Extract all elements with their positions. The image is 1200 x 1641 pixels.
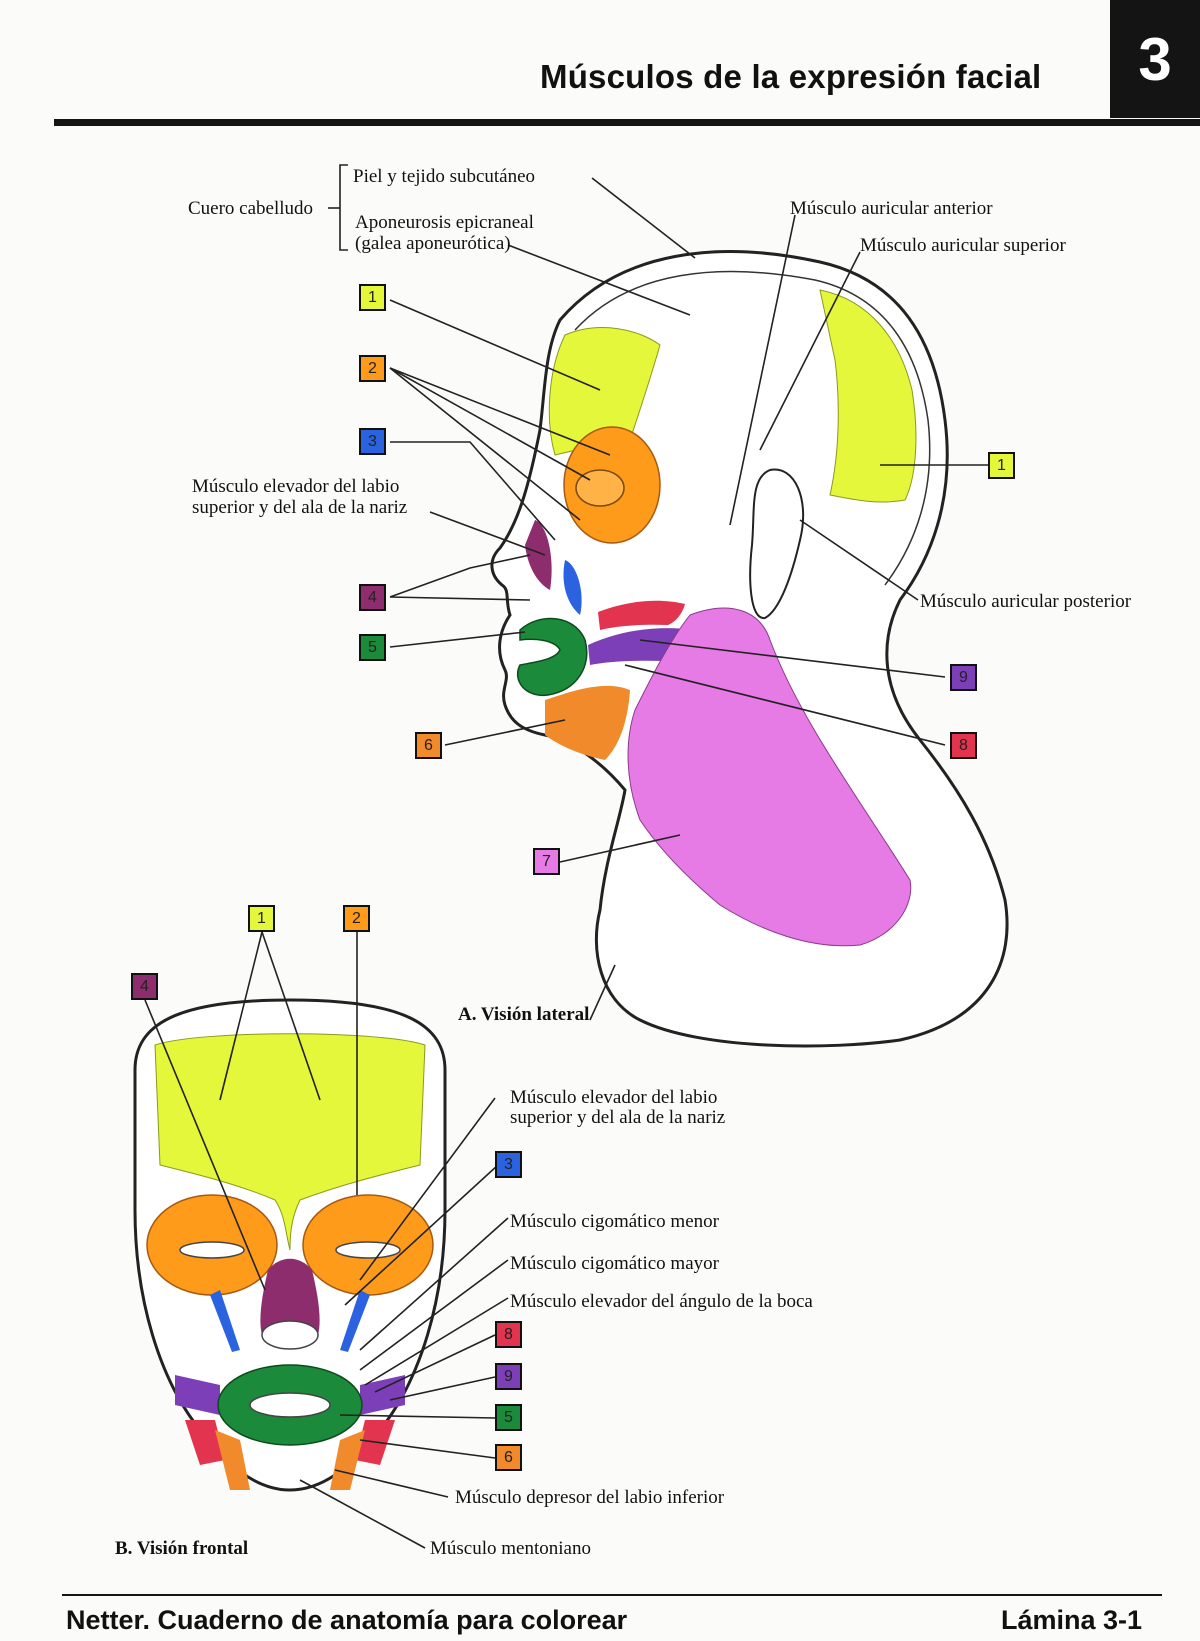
lateral-view-caption: A. Visión lateral [458, 1004, 590, 1025]
levator-labii-label-frontal-2: superior y del ala de la nariz [510, 1107, 726, 1128]
levator-labii-label-frontal: Músculo elevador del labio [510, 1087, 718, 1108]
frontal-number-box-3: 3 [495, 1151, 522, 1178]
number-box-3: 3 [359, 428, 386, 455]
mentalis-label: Músculo mentoniano [430, 1538, 591, 1559]
zygomatic-minor-label: Músculo cigomático menor [510, 1211, 719, 1232]
frontal-number-box-9: 9 [495, 1363, 522, 1390]
number-box-4: 4 [359, 584, 386, 611]
number-box-8: 8 [950, 732, 977, 759]
scalp-label: Cuero cabelludo [188, 198, 314, 219]
frontal-view-caption: B. Visión frontal [115, 1538, 249, 1559]
zygomatic-major-label: Músculo cigomático mayor [510, 1253, 719, 1274]
skin-label: Piel y tejido subcutáneo [353, 166, 536, 187]
footer-book-title: Netter. Cuaderno de anatomía para colore… [66, 1605, 628, 1635]
number-box-1: 1 [359, 284, 386, 311]
number-box-7: 7 [533, 848, 560, 875]
number-box-5: 5 [359, 634, 386, 661]
footer-rule [62, 1594, 1162, 1596]
frontal-number-box-1: 1 [248, 905, 275, 932]
depressor-labii-label: Músculo depresor del labio inferior [455, 1487, 725, 1508]
number-box-9: 9 [950, 664, 977, 691]
levator-anguli-label: Músculo elevador del ángulo de la boca [510, 1291, 813, 1312]
footer-plate-number: Lámina 3-1 [1001, 1605, 1143, 1635]
frontal-number-box-4: 4 [131, 973, 158, 1000]
number-box-6: 6 [415, 732, 442, 759]
auricular-posterior-label: Músculo auricular posterior [920, 591, 1132, 612]
frontal-number-box-5: 5 [495, 1404, 522, 1431]
chapter-number: 3 [1110, 0, 1200, 118]
auricular-superior-label: Músculo auricular superior [860, 235, 1066, 256]
frontal-number-box-6: 6 [495, 1444, 522, 1471]
number-box-1-occipital: 1 [988, 452, 1015, 479]
levator-labii-label-lateral-2: superior y del ala de la nariz [192, 497, 408, 518]
auricular-anterior-label: Músculo auricular anterior [790, 198, 993, 219]
galea-label: (galea aponeurótica) [355, 233, 511, 254]
frontal-number-box-8: 8 [495, 1321, 522, 1348]
header-rule [54, 119, 1200, 126]
aponeurosis-label: Aponeurosis epicraneal [355, 212, 534, 233]
page-title: Músculos de la expresión facial [540, 58, 1042, 95]
frontal-number-box-2: 2 [343, 905, 370, 932]
levator-labii-label-lateral: Músculo elevador del labio [192, 476, 400, 497]
number-box-2: 2 [359, 355, 386, 382]
